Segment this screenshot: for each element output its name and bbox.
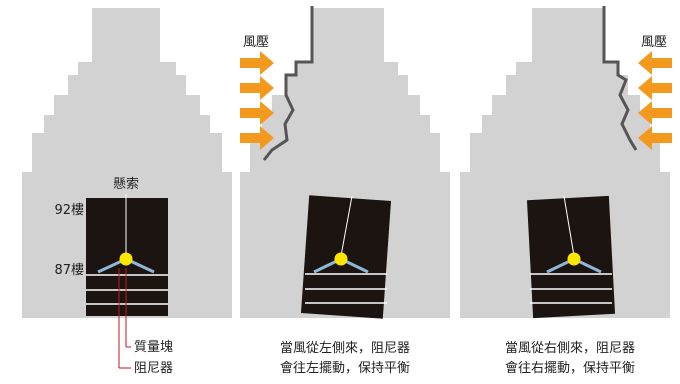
wind-arrows [638,51,672,150]
floor-lines [530,273,612,304]
building-silhouette [240,8,450,318]
arrow-right-icon [240,101,274,125]
arrow-left-icon [638,51,672,75]
caption-line-2: 會往右擺動，保持平衡 [505,361,635,376]
building-outline-left [262,6,314,161]
caption-line-2: 會往左擺動，保持平衡 [280,361,410,376]
wind-pressure-label: 風壓 [641,35,667,50]
arrow-right-icon [240,51,274,75]
legend-damper: 阻尼器 [134,361,173,376]
arrow-right-icon [240,76,274,100]
label-cable: 懸索 [113,177,139,192]
caption-line-1: 當風從左側來，阻尼器 [280,341,410,356]
arrow-left-icon [638,101,672,125]
floor-lines [305,273,387,304]
tuned-mass [119,252,133,266]
arrow-left-icon [638,76,672,100]
panel-wind-right: 風壓 當風從右側來，阻尼器 會往右擺動，保持平衡 [460,6,672,376]
panel-wind-left: 風壓 當風從左側來，阻尼器 會往左擺動，保持平衡 [240,6,450,376]
tuned-mass [334,252,348,266]
caption-line-1: 當風從右側來，阻尼器 [505,341,635,356]
label-floor-87: 87樓 [54,263,84,278]
floor-lines [86,274,168,305]
cable [563,195,575,257]
wind-pressure-label: 風壓 [243,35,269,50]
building-silhouette [460,8,670,318]
legend-mass: 質量塊 [134,339,173,355]
arrow-right-icon [240,126,274,150]
label-floor-92: 92樓 [54,203,84,218]
panel-neutral: 懸索 92樓 87樓 質量塊 阻尼器 [22,8,232,376]
arrow-left-icon [638,126,672,150]
building-silhouette [22,8,232,318]
cable [340,195,353,257]
tuned-mass [567,252,581,266]
building-outline-right [602,6,638,151]
wind-arrows [240,51,274,150]
